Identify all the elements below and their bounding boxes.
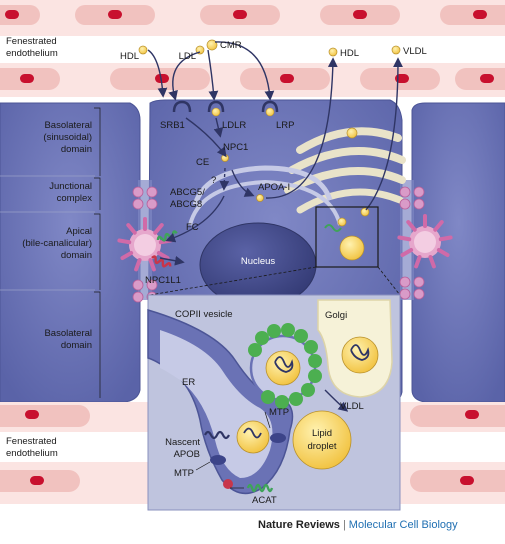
flow-arrows <box>147 41 403 266</box>
cmr-label: CMR <box>220 40 242 51</box>
domain-brackets <box>94 107 101 398</box>
journal-name: Molecular Cell Biology <box>348 519 458 531</box>
svg-text:Basolateral(sinusoidal)domain: Basolateral(sinusoidal)domain <box>43 120 92 155</box>
lipoprotein-particles <box>138 39 401 227</box>
er-membranes <box>188 165 342 226</box>
question-mark: ? <box>211 175 216 186</box>
fenestrated-top-line-2: endothelium <box>6 48 58 59</box>
domain-dividers <box>0 175 95 291</box>
bile-canaliculus-right <box>397 214 453 269</box>
junctional-line-2: complex <box>57 193 93 204</box>
mtp-top-label: MTP <box>269 407 289 418</box>
apob-particle <box>236 420 270 454</box>
er-label: ER <box>182 377 195 388</box>
fc-label: FC <box>186 222 199 233</box>
lipid-droplet-line-1: Lipid <box>312 428 332 439</box>
svg-text:Apical(bile-canalicular)domain: Apical(bile-canalicular)domain <box>22 226 92 261</box>
zoom-line-right <box>377 266 401 296</box>
basolateral-sinusoidal-line-1: Basolateral <box>44 120 92 131</box>
inset-panel <box>147 294 401 511</box>
mtp-ellipse-bottom <box>210 455 226 465</box>
copii-vesicle <box>248 323 322 409</box>
vldl-out-label: VLDL <box>403 46 427 57</box>
nascent-apob-line-2: APOB <box>174 449 200 460</box>
basolateral-sinusoidal-line-2: (sinusoidal) <box>43 132 92 143</box>
lrp-receptor <box>261 100 279 117</box>
inset-labels: COPII vesicle Golgi ER VLDL MTP Lipid dro… <box>165 309 364 506</box>
mtp-bottom-label: MTP <box>174 468 194 479</box>
apical-line-1: Apical <box>66 226 92 237</box>
ldlr-receptor <box>207 100 225 117</box>
acat-enzyme <box>246 483 274 493</box>
nucleus-label: Nucleus <box>241 256 276 267</box>
svg-text:ABCG5/ABCG8: ABCG5/ABCG8 <box>170 187 205 210</box>
acat-label: ACAT <box>252 495 277 506</box>
figure-credit: Nature Reviews|Molecular Cell Biology <box>258 519 458 531</box>
basolateral-sinusoidal-line-3: domain <box>61 144 92 155</box>
srb1-label: SRB1 <box>160 120 185 131</box>
npc1l1-label: NPC1L1 <box>145 275 181 286</box>
apical-line-3: domain <box>61 250 92 261</box>
nascent-apob-line-1: Nascent <box>165 437 200 448</box>
abcg-line-2: ABCG8 <box>170 199 202 210</box>
ldlr-label: LDLR <box>222 120 246 131</box>
publisher-name: Nature Reviews <box>258 519 340 531</box>
ldl-in-label: LDL <box>179 51 196 62</box>
credit-separator: | <box>342 519 346 531</box>
mtp-ellipse-top <box>270 433 286 443</box>
junctional-line-1: Junctional <box>49 181 92 192</box>
basolateral-domain-line-2: domain <box>61 340 92 351</box>
lipid-droplet-line-2: droplet <box>307 441 336 452</box>
lrp-label: LRP <box>276 120 294 131</box>
apob-chain <box>204 430 230 440</box>
diagram-labels: HDL LDL CMR HDL VLDL SRB1 LDLR LRP NPC1 … <box>120 40 427 286</box>
zoom-line-left <box>149 266 317 296</box>
copii-vesicle-label: COPII vesicle <box>175 309 233 320</box>
fenestrated-bottom-line-2: endothelium <box>6 448 58 459</box>
fenestrated-bottom-line-1: Fenestrated <box>6 436 57 447</box>
abcg-line-1: ABCG5/ <box>170 187 205 198</box>
zoom-region <box>315 206 379 268</box>
fenestrated-top-line-1: Fenestrated <box>6 36 57 47</box>
vldl-inset-label: VLDL <box>340 401 364 412</box>
ce-label: CE <box>196 157 209 168</box>
top-endothelium <box>0 0 505 97</box>
lipid-droplet <box>292 410 352 470</box>
leader-mtp-top <box>264 411 271 429</box>
apical-line-2: (bile-canalicular) <box>22 238 92 249</box>
golgi-stacks <box>284 127 406 214</box>
basolateral-domain-line-1: Basolateral <box>44 328 92 339</box>
srb1-receptor <box>172 100 192 113</box>
apoa1-label: APOA-I <box>258 182 290 193</box>
hdl-out-label: HDL <box>340 48 359 59</box>
hdl-in-label: HDL <box>120 51 139 62</box>
golgi-label: Golgi <box>325 310 347 321</box>
zoom-contents <box>324 224 365 261</box>
leader-mtp-bottom <box>195 461 211 471</box>
npc1-label: NPC1 <box>223 142 248 153</box>
tight-junction-beads <box>132 186 425 303</box>
acat-node <box>223 479 233 489</box>
bile-canaliculus-left <box>117 217 173 272</box>
golgi-vesicle <box>317 299 393 412</box>
npc1l1-transporter <box>151 255 172 268</box>
